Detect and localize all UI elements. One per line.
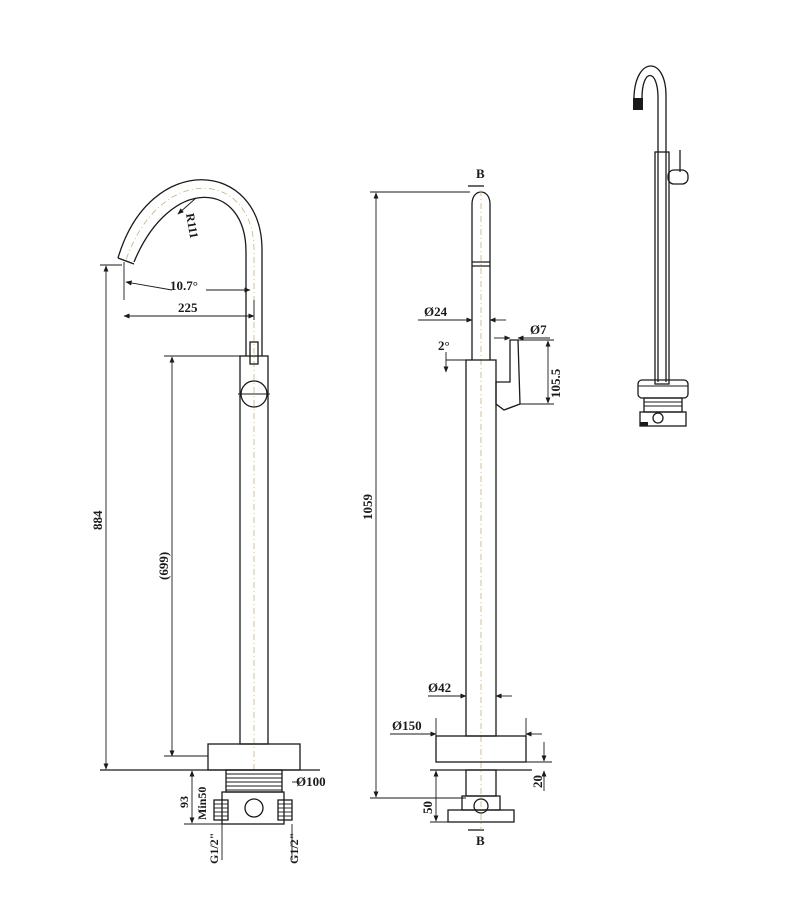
front-spout-centerline <box>125 188 255 770</box>
side-handle-angle-label: 2° <box>438 338 450 353</box>
side-lever-handle <box>495 339 521 411</box>
front-angle-label: 10.7° <box>170 278 198 293</box>
side-handle-length-label: 105.5 <box>548 368 563 398</box>
side-spout-diameter-label: Ø24 <box>424 304 448 319</box>
section-top-label: B <box>476 166 485 181</box>
side-flange-height-label: 20 <box>530 775 545 788</box>
side-overall-height-label: 1059 <box>360 494 375 521</box>
preview-flange <box>637 379 689 399</box>
front-inlet-left-label: G1/2" <box>207 833 221 864</box>
front-valve-box <box>213 791 293 825</box>
side-handle-diameter-label: Ø7 <box>530 322 547 337</box>
side-flange <box>435 735 527 763</box>
preview-column <box>654 151 670 385</box>
front-body-height-label: (699) <box>156 552 171 580</box>
front-reach-label: 225 <box>178 300 198 315</box>
side-column-diameter-label: Ø42 <box>428 680 451 695</box>
front-view: R111 10.7° 225 884 (699) Ø100 93 Min50 G… <box>90 179 326 864</box>
front-min-depth-label: Min50 <box>195 787 209 820</box>
front-radius-label: R111 <box>183 212 201 239</box>
side-flange-diameter-label: Ø150 <box>392 718 422 733</box>
front-base-diameter-label: Ø100 <box>296 774 326 789</box>
front-handle-stem <box>249 341 259 365</box>
side-view: B B 1059 Ø24 Ø7 <box>360 166 563 848</box>
side-base-depth-label: 50 <box>420 801 435 814</box>
section-bottom-label: B <box>476 833 485 848</box>
front-spout-tip <box>117 257 135 265</box>
front-total-height-label: 884 <box>90 510 105 530</box>
perspective-preview <box>633 65 689 427</box>
side-base-plate <box>447 809 515 823</box>
front-spout-outer <box>117 179 263 356</box>
front-depth-label: 93 <box>177 796 191 808</box>
front-inlet-right-label: G1/2" <box>287 833 301 864</box>
front-threaded-body <box>225 769 283 793</box>
front-spout-inner <box>133 196 247 356</box>
